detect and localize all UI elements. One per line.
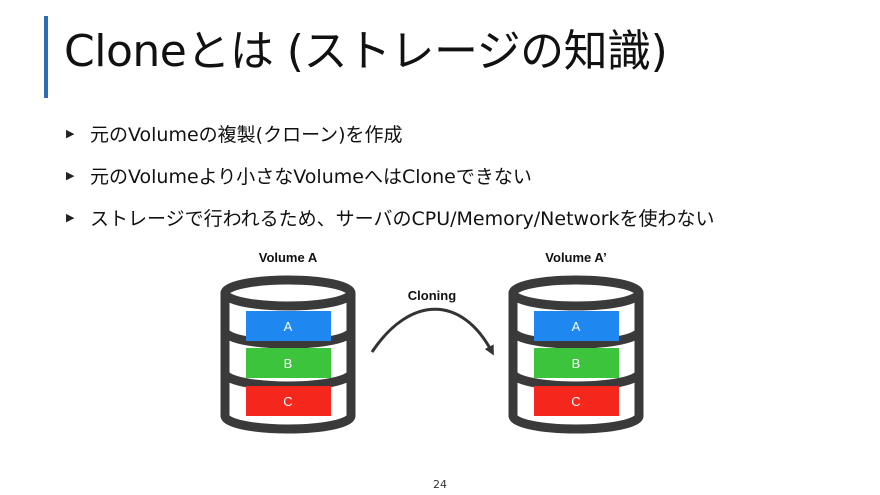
- triangle-bullet-icon: ▶: [66, 126, 75, 140]
- block-a: [534, 311, 619, 341]
- bullet-text: 元のVolumeより小さなVolumeへはCloneできない: [90, 165, 532, 188]
- bullet-text: ストレージで行われるため、サーバのCPU/Memory/Networkを使わない: [90, 207, 715, 230]
- source-volume: Volume A A B C: [220, 250, 356, 434]
- block-c-label: C: [283, 394, 292, 409]
- cloning-label: Cloning: [408, 288, 456, 303]
- source-volume-label: Volume A: [259, 250, 318, 265]
- block-c-label: C: [571, 394, 580, 409]
- block-b-label: B: [284, 356, 293, 371]
- bullet-item: ▶ 元のVolumeより小さなVolumeへはCloneできない: [66, 154, 715, 196]
- block-a: [246, 311, 331, 341]
- target-volume-label: Volume A’: [545, 250, 606, 265]
- bullet-text: 元のVolumeの複製(クローン)を作成: [90, 123, 403, 146]
- cloning-arrow: Cloning: [370, 288, 494, 356]
- block-b: [246, 348, 331, 378]
- curved-arrow-icon: [370, 307, 494, 356]
- slide-title: Cloneとは (ストレージの知識): [64, 26, 668, 77]
- triangle-bullet-icon: ▶: [66, 210, 75, 224]
- block-b: [534, 348, 619, 378]
- bullet-item: ▶ 元のVolumeの複製(クローン)を作成: [66, 112, 715, 154]
- block-c: [534, 386, 619, 416]
- block-a-label: A: [284, 319, 293, 334]
- triangle-bullet-icon: ▶: [66, 168, 75, 182]
- bullet-item: ▶ ストレージで行われるため、サーバのCPU/Memory/Networkを使わ…: [66, 196, 715, 238]
- block-a-label: A: [572, 319, 581, 334]
- page-number: 24: [433, 478, 447, 491]
- title-accent-bar: [44, 16, 48, 98]
- block-c: [246, 386, 331, 416]
- block-b-label: B: [572, 356, 581, 371]
- bullet-list: ▶ 元のVolumeの複製(クローン)を作成 ▶ 元のVolumeより小さなVo…: [66, 112, 715, 238]
- target-volume: Volume A’ A B C: [508, 250, 644, 434]
